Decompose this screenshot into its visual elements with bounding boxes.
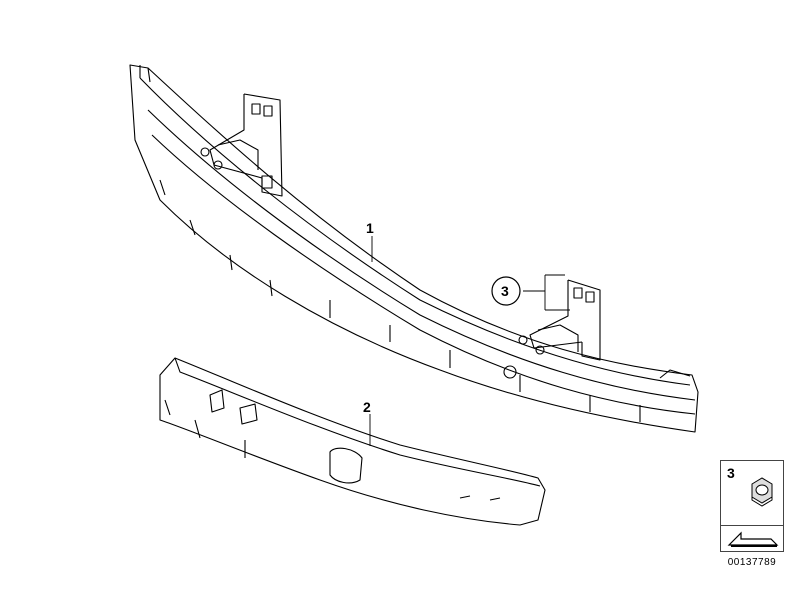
- legend-box: 3: [720, 460, 784, 552]
- left-mounting-bracket[interactable]: [200, 93, 283, 197]
- bumper-carrier[interactable]: [129, 64, 699, 433]
- drawing-number: 00137789: [727, 557, 777, 568]
- hex-nut-icon: [751, 477, 773, 507]
- callout-part-2: 2: [363, 399, 371, 415]
- leader-lines: [369, 236, 570, 446]
- arrow-icon: [727, 531, 779, 547]
- right-mounting-bracket[interactable]: [518, 279, 601, 361]
- energy-absorber[interactable]: [159, 357, 546, 526]
- legend-divider: [721, 525, 783, 526]
- callout-circle-3: [491, 276, 521, 306]
- callout-part-1: 1: [366, 220, 374, 236]
- callout-part-3: 3: [501, 283, 509, 299]
- legend-part-number: 3: [727, 465, 735, 481]
